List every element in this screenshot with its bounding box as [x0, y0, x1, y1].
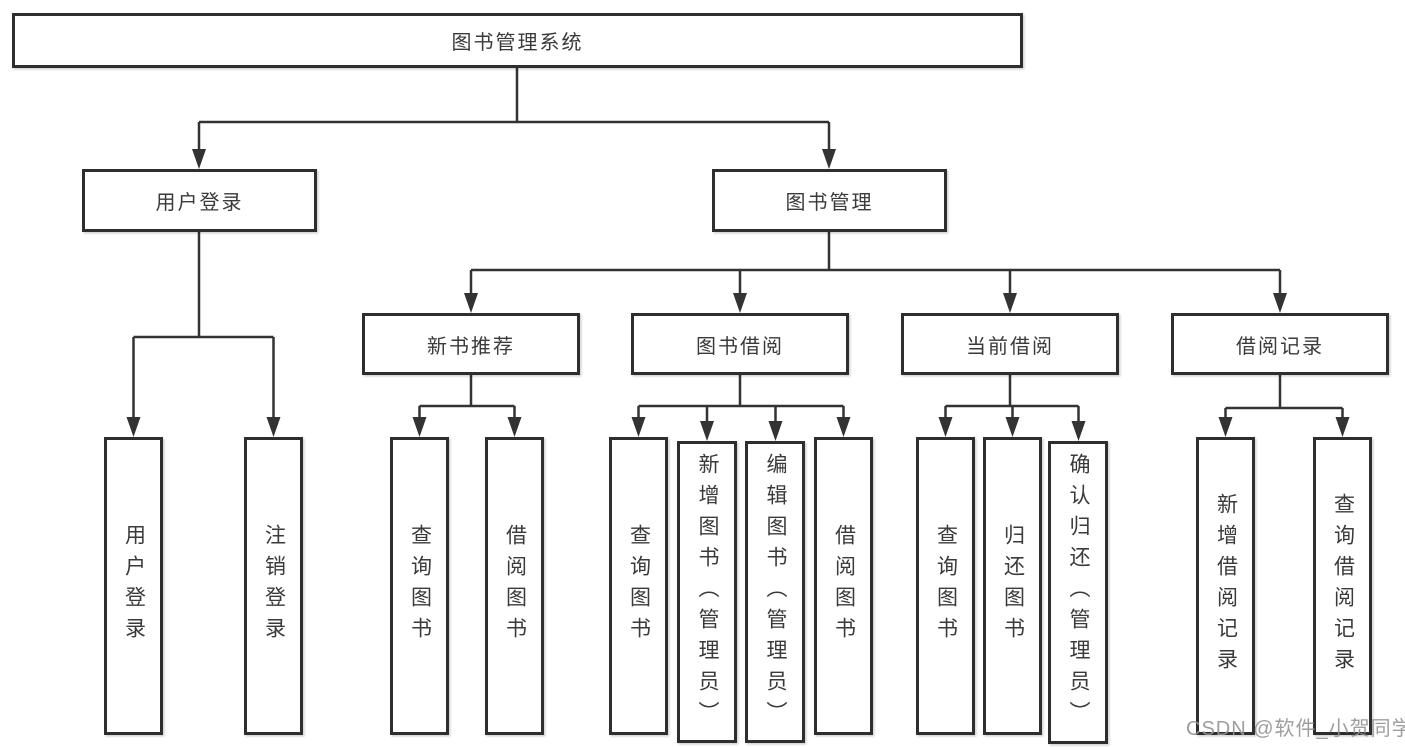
leaf-edit-book-admin: 编辑图书（管理员）	[745, 441, 805, 743]
leaf-confirm-return-admin: 确认归还（管理员）	[1048, 441, 1108, 744]
node-user-login-label: 用户登录	[155, 192, 244, 214]
arrowheads-level2	[192, 149, 836, 169]
leaf-edit-book-admin-label: 编辑图书（管理员）	[764, 452, 787, 732]
leaf-confirm-return-admin-label: 确认归还（管理员）	[1067, 453, 1090, 732]
leaf-user-login-label: 用户登录	[122, 524, 146, 648]
arrowheads-book-borrow-children	[631, 417, 851, 441]
node-new-book-recommend: 新书推荐	[362, 313, 580, 375]
node-borrow-record: 借阅记录	[1171, 313, 1389, 375]
leaf-query-borrow-record-label: 查询借阅记录	[1331, 493, 1355, 679]
leaf-query-book-1: 查询图书	[390, 437, 449, 735]
node-root-label: 图书管理系统	[451, 32, 584, 54]
leaf-borrow-book-2: 借阅图书	[814, 437, 873, 735]
connector-book-borrow-children	[637, 375, 845, 426]
node-book-management: 图书管理	[712, 169, 947, 232]
csdn-watermark: CSDN @软件_小贺同学	[1186, 718, 1405, 740]
connector-borrow-record-children	[1224, 375, 1344, 422]
leaf-query-book-3-label: 查询图书	[934, 524, 958, 648]
leaf-logout: 注销登录	[244, 437, 303, 735]
leaf-borrow-book-1-label: 借阅图书	[503, 524, 527, 648]
node-root-system: 图书管理系统	[12, 13, 1023, 68]
leaf-return-book-label: 归还图书	[1001, 524, 1025, 648]
leaf-query-borrow-record: 查询借阅记录	[1313, 437, 1372, 735]
connector-new-book-children	[418, 375, 516, 422]
node-new-book-recommend-label: 新书推荐	[427, 335, 515, 358]
arrowheads-level3	[464, 293, 1287, 313]
leaf-logout-label: 注销登录	[262, 524, 286, 648]
leaf-borrow-book-2-label: 借阅图书	[832, 524, 856, 648]
leaf-query-book-2: 查询图书	[609, 437, 668, 735]
node-book-management-label: 图书管理	[785, 192, 874, 214]
leaf-add-book-admin: 新增图书（管理员）	[677, 441, 737, 743]
node-borrow-record-label: 借阅记录	[1236, 335, 1324, 358]
leaf-borrow-book-1: 借阅图书	[485, 437, 544, 735]
node-current-borrow: 当前借阅	[901, 313, 1119, 375]
arrowheads-current-borrow-children	[938, 417, 1086, 441]
leaf-add-borrow-record: 新增借阅记录	[1196, 437, 1255, 735]
node-book-borrow: 图书借阅	[631, 313, 849, 375]
connector-user-login-children	[132, 232, 275, 422]
leaf-user-login: 用户登录	[104, 437, 163, 735]
leaf-query-book-2-label: 查询图书	[627, 524, 651, 648]
node-book-borrow-label: 图书借阅	[696, 335, 784, 358]
leaf-add-borrow-record-label: 新增借阅记录	[1214, 493, 1238, 679]
node-user-login: 用户登录	[82, 169, 317, 232]
arrowheads-new-book-children	[412, 417, 522, 437]
leaf-query-book-1-label: 查询图书	[408, 524, 432, 648]
leaf-return-book: 归还图书	[983, 437, 1042, 735]
connector-current-borrow-children	[944, 375, 1080, 426]
node-current-borrow-label: 当前借阅	[966, 335, 1054, 358]
leaf-query-book-3: 查询图书	[916, 437, 975, 735]
connector-root-to-level2	[197, 68, 831, 154]
connector-book-management-sections	[469, 232, 1282, 298]
arrowheads-user-login-children	[126, 417, 281, 437]
arrowheads-borrow-record-children	[1218, 417, 1350, 437]
leaf-add-book-admin-label: 新增图书（管理员）	[696, 452, 719, 732]
